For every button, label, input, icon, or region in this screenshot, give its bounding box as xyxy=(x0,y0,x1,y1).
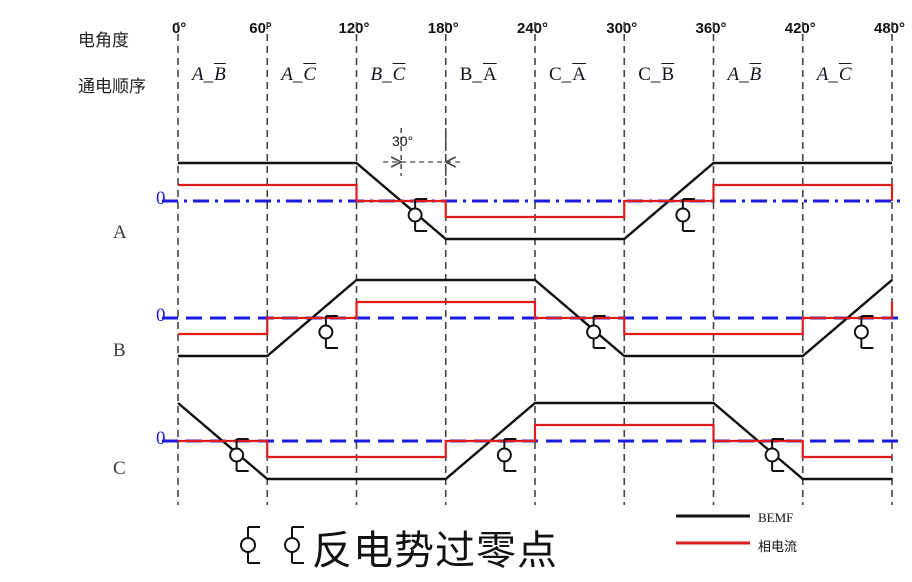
commutation-cell-4: C_A xyxy=(549,64,586,85)
legend-label-current: 相电流 xyxy=(758,540,798,555)
angle-dimension-label: 30° xyxy=(392,133,414,149)
commutation-cell-6: A_B xyxy=(727,64,762,85)
zero-cross-marker-c-1 xyxy=(496,438,517,472)
caption-text: 反电势过零点 xyxy=(312,528,558,574)
caption-zero-cross-marker-0 xyxy=(240,526,260,564)
dimension-arrow-right-icon xyxy=(443,156,457,168)
angle-tick-240: 240° xyxy=(517,20,549,37)
current-waveform-c xyxy=(178,423,892,459)
bemf-waveform-b xyxy=(178,278,893,358)
angle-tick-0: 0° xyxy=(172,20,187,37)
zero-cross-marker-b-2 xyxy=(853,315,874,349)
angle-tick-120: 120° xyxy=(338,20,370,37)
zero-cross-marker-c-2 xyxy=(764,438,785,472)
zero-level-label-c: 0 xyxy=(156,428,166,449)
zero-cross-marker-a-0 xyxy=(407,198,428,232)
current-waveform-b xyxy=(178,300,894,336)
zero-level-label-a: 0 xyxy=(156,188,166,209)
commutation-cell-5: C_B xyxy=(638,64,675,85)
commutation-cell-7: A_C xyxy=(816,64,852,85)
zero-cross-marker-b-1 xyxy=(586,315,606,349)
axis-row-label: 电角度 xyxy=(78,31,129,51)
angle-tick-480: 480° xyxy=(874,20,906,37)
phase-label-c: C xyxy=(113,458,126,479)
bemf-waveform-a xyxy=(178,161,892,241)
angle-tick-360: 360° xyxy=(695,20,727,37)
phase-label-b: B xyxy=(113,340,126,361)
caption-zero-cross-marker-1 xyxy=(284,526,304,564)
phase-label-a: A xyxy=(113,222,127,243)
dimension-arrow-left-icon xyxy=(390,156,403,168)
zero-cross-marker-c-0 xyxy=(229,438,249,472)
angle-tick-420: 420° xyxy=(784,20,816,37)
legend-label-bemf: BEMF xyxy=(758,510,794,525)
zero-cross-marker-a-1 xyxy=(675,198,695,232)
commutation-cell-2: B_C xyxy=(370,64,406,85)
angle-tick-300: 300° xyxy=(606,20,638,37)
commutation-cell-0: A_B xyxy=(192,64,226,85)
sequence-row-label: 通电顺序 xyxy=(78,77,146,97)
current-waveform-a xyxy=(178,183,894,219)
zero-cross-marker-b-0 xyxy=(318,315,338,349)
angle-tick-180: 180° xyxy=(427,20,459,37)
commutation-cell-3: B_A xyxy=(459,64,497,85)
commutation-cell-1: A_C xyxy=(281,64,317,85)
zero-level-label-b: 0 xyxy=(156,305,166,326)
angle-tick-60: 60° xyxy=(249,20,272,37)
